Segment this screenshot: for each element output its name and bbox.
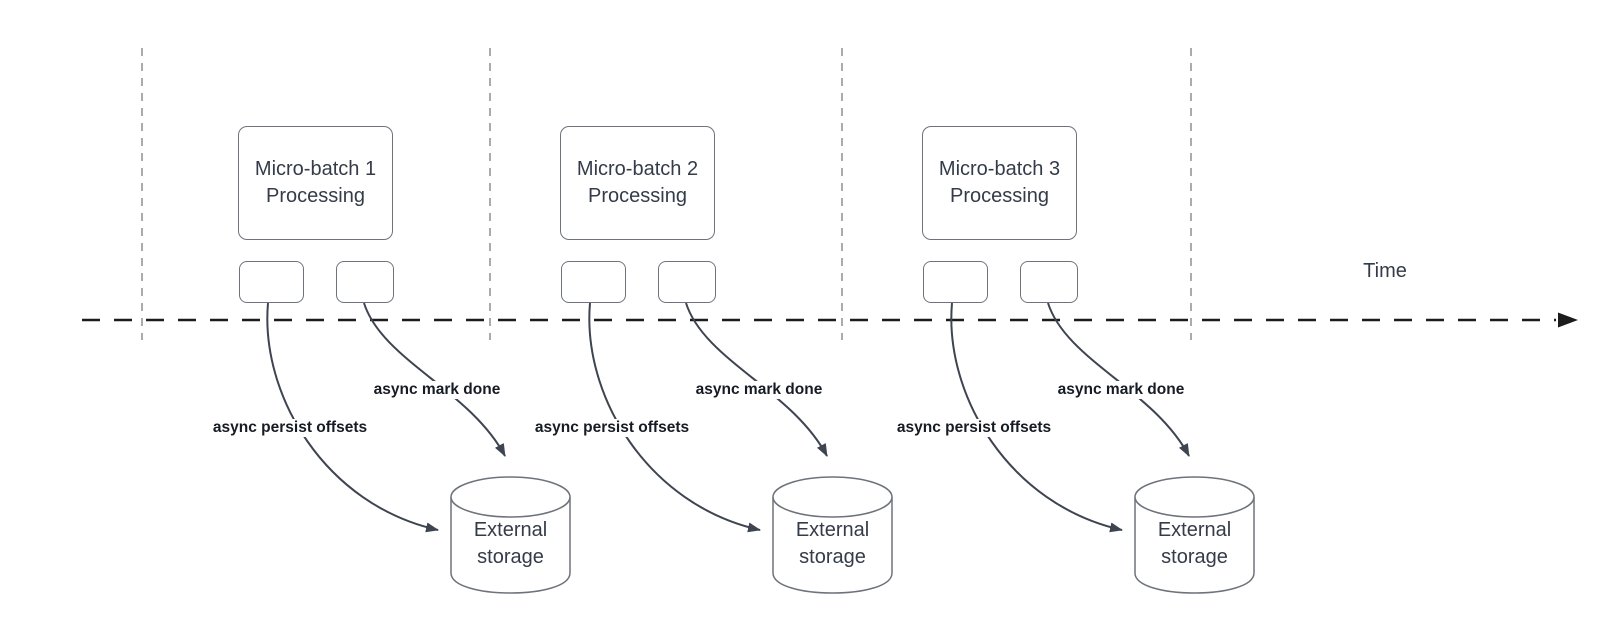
external-storage-cylinder-top (450, 476, 571, 518)
time-axis-label: Time (1363, 260, 1407, 282)
mark-done-arrow (363, 302, 506, 457)
micro-batch-1-connectors (266, 302, 571, 594)
persist-offsets-arrow (950, 302, 1123, 533)
external-storage-cylinder-top (1134, 476, 1255, 518)
micro-batch-2-connectors (588, 302, 893, 594)
mark-done-arrow (685, 302, 828, 457)
mark-done-arrow (1047, 302, 1190, 457)
external-storage-cylinder-body (1134, 497, 1255, 594)
micro-batch-3-connectors (950, 302, 1255, 594)
external-storage-cylinder-body (450, 497, 571, 594)
external-storage-cylinder-top (772, 476, 893, 518)
persist-offsets-arrow (588, 302, 761, 533)
time-axis-arrowhead-icon (1558, 312, 1578, 328)
external-storage-cylinder-body (772, 497, 893, 594)
persist-offsets-arrow (266, 302, 439, 533)
